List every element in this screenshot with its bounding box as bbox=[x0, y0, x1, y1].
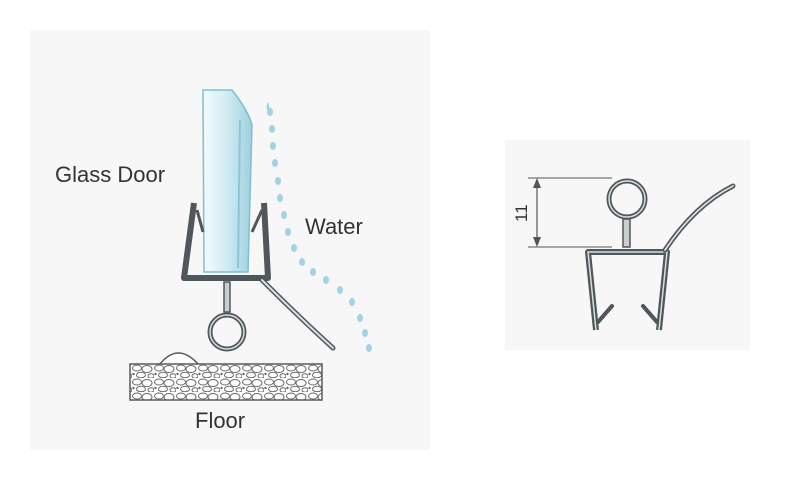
u-channel-seal bbox=[181, 202, 271, 281]
seal-inner-lip-right bbox=[250, 209, 264, 233]
floor-bump bbox=[159, 352, 199, 365]
floor-label: Floor bbox=[195, 408, 245, 433]
water-droplets bbox=[266, 102, 372, 352]
glass-door-panel bbox=[202, 89, 253, 273]
dimension-label: 11 bbox=[512, 204, 531, 222]
glass-edge-highlight bbox=[237, 119, 241, 269]
dimension-arrow-top bbox=[533, 178, 541, 188]
profile-stem bbox=[622, 218, 631, 248]
dimension-arrow-bottom bbox=[533, 237, 541, 247]
profile-lip-right bbox=[641, 304, 659, 324]
water-label: Water bbox=[305, 214, 363, 239]
seal-stem bbox=[223, 281, 231, 313]
seal-inner-lip-left bbox=[195, 209, 205, 233]
profile-lip-left bbox=[596, 304, 614, 324]
glass-door-label: Glass Door bbox=[55, 162, 165, 187]
floor-slab bbox=[129, 363, 323, 401]
